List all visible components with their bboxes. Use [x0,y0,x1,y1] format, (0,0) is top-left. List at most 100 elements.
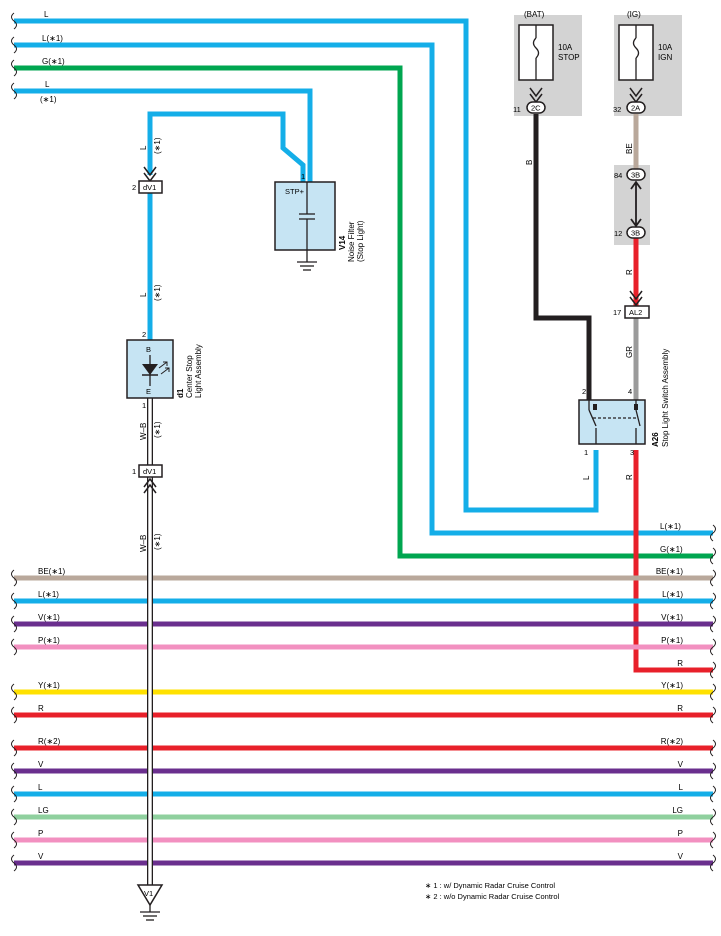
noise-filter-pin: 1 [301,172,305,181]
wire-label-g1-top: G(∗1) [42,57,65,66]
bus-label-right: P(∗1) [661,636,683,645]
bus-label-left: V [38,760,44,769]
bus-label-right: R(∗2) [661,737,684,746]
bus-label-right: V [678,760,684,769]
left-edge-breaks [11,12,17,872]
wire-r-lower [633,450,713,673]
connector-dv1-bottom-label: dV1 [143,467,156,476]
switch-pin-1: 1 [584,448,588,457]
wire-g1-top [14,65,713,559]
center-stop-subname: Light Assembly [194,344,203,398]
switch-pin-3: 3 [630,448,634,457]
bus-label-right: R [677,659,683,668]
connector-dv1-bottom-pin: 1 [132,467,136,476]
wire-label-l1-top: L(∗1) [42,34,63,43]
bus-label-left: BE(∗1) [38,567,65,576]
connector-dv1-top: 2 dV1 [132,166,163,194]
bus-label-right: R [677,704,683,713]
switch-pin-4: 4 [628,387,632,396]
fuse-stop: (BAT) 10A STOP [518,10,580,81]
bus-label-left: V(∗1) [38,613,60,622]
wire-label-l-fourth: L [45,80,50,89]
connector-dv1-top-label: dV1 [143,183,156,192]
connector-2a-pin: 32 [613,105,621,114]
connector-3b-top-label: 3B [631,171,640,180]
capacitor-icon [299,182,315,262]
fuse-stop-name: STOP [558,53,580,62]
connector-3b-top-pin: 84 [614,171,622,180]
wire-l-fourth [14,88,313,182]
wire-label-l-vert1: L [139,145,148,150]
wire-label-l-vert2: L [139,292,148,297]
center-stop-light-d1: 2 B E 1 d1 Center Stop Light Assembly [126,330,203,410]
bus-labels: BE(∗1)BE(∗1)L(∗1)L(∗1)V(∗1)V(∗1)P(∗1)P(∗… [38,567,684,861]
ground-icon [297,261,317,271]
bus-label-left: L(∗1) [38,590,59,599]
arrow-up-icon [143,477,157,494]
footnote-2: ∗ 2 : w/o Dynamic Radar Cruise Control [425,892,560,901]
switch-code: A26 [651,432,660,447]
noise-filter-name: Noise Filter [347,221,356,262]
bus-label-right: P [678,829,683,838]
bus-label-left: P(∗1) [38,636,60,645]
bus-label-right: L(∗1) [662,590,683,599]
ground-v1-code: V1 [144,889,153,898]
switch-pin-2: 2 [582,387,586,396]
connector-al2-pin: 17 [613,308,621,317]
bus-label-right: L [679,783,684,792]
right-edge-breaks [710,524,716,872]
connector-3b-bottom-pin: 12 [614,229,622,238]
wire-b [533,114,592,400]
switch-icon [588,400,641,444]
connector-2c-label: 2C [531,104,541,113]
bus-label-left: Y(∗1) [38,681,60,690]
arrow-down-icon [629,290,643,307]
wire-label-r-upper: R [625,269,634,275]
switch-name: Stop Light Switch Assembly [661,349,670,447]
wire-label-b: B [525,160,534,165]
connector-3b-top: 84 3B [614,168,646,181]
bus-label-left: R [38,704,44,713]
wire-label-wb2-sub: (∗1) [153,533,162,550]
connector-3b-bottom: 12 3B [614,226,646,239]
footnote-1: ∗ 1 : w/ Dynamic Radar Cruise Control [425,881,555,890]
bus-label-left: V [38,852,44,861]
bus-wires [14,575,713,866]
wire-label-l-fourth-sub: (∗1) [40,95,57,104]
wire-label-gr: GR [625,346,634,358]
noise-filter-subname: (Stop Light) [356,220,365,262]
bus-label-left: P [38,829,43,838]
bus-label-left: R(∗2) [38,737,61,746]
noise-filter-v14: 1 STP+ V14 Noise Filter (Stop Light) [274,172,365,271]
wire-label-l1-mid: L(∗1) [660,522,681,531]
connector-2c: 11 2C [513,101,546,114]
wire-label-wb2: W–B [139,535,148,552]
fuse-ign: (IG) 10A IGN [618,10,673,81]
center-stop-pin-e: 1 [142,401,146,410]
center-stop-name: Center Stop [185,355,194,398]
connector-al2: 17 AL2 [613,290,650,319]
center-stop-term-e: E [146,387,151,396]
wire-l1-top [14,42,713,536]
wire-label-l-vert2-sub: (∗1) [153,284,162,301]
fuse-ign-source: (IG) [627,10,641,19]
connector-dv1-bottom: 1 dV1 [132,464,163,494]
bus-label-left: LG [38,806,49,815]
noise-filter-terminal: STP+ [285,187,305,196]
noise-filter-code: V14 [338,235,347,250]
wire-label-wb1: W–B [139,423,148,440]
fuse-stop-rating: 10A [558,43,573,52]
fuse-ign-rating: 10A [658,43,673,52]
wire-label-g1-mid: G(∗1) [660,545,683,554]
ground-v1: V1 [136,884,164,921]
fuse-ign-name: IGN [658,53,672,62]
connector-3b-bottom-label: 3B [631,229,640,238]
bus-label-right: Y(∗1) [661,681,683,690]
fuse-ign-icon [632,37,640,59]
bus-label-right: V [678,852,684,861]
connector-2c-pin: 11 [513,105,521,114]
wire-label-l-vert1-sub: (∗1) [153,137,162,154]
fuse-stop-icon [532,37,540,59]
wire-label-wb1-sub: (∗1) [153,421,162,438]
